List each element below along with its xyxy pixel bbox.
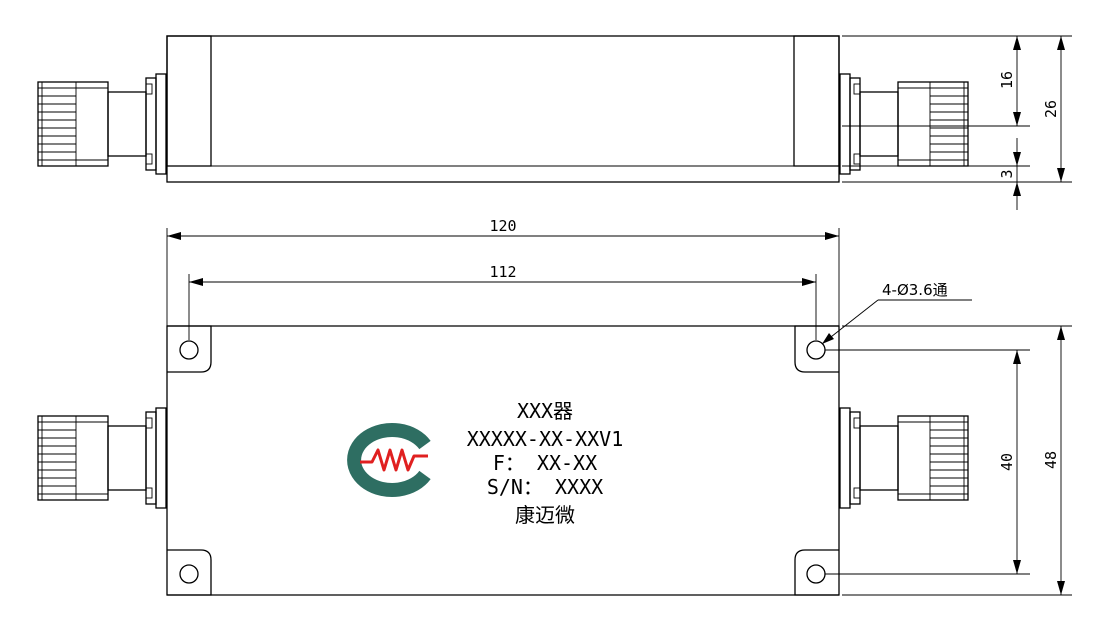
cmw-logo-icon xyxy=(347,423,431,497)
mounting-hole-icon xyxy=(806,564,826,584)
mounting-hole-icon xyxy=(179,564,199,584)
label-line-5: 康迈微 xyxy=(515,503,575,527)
dim-120-label: 120 xyxy=(489,217,516,235)
dim-112-label: 112 xyxy=(489,263,516,281)
dim-3-label: 3 xyxy=(998,169,1016,178)
dim-48-label: 48 xyxy=(1042,451,1060,469)
side-view xyxy=(37,35,969,183)
label-line-3: F： XX-XX xyxy=(493,451,597,475)
label-line-2: XXXXX-XX-XXV1 xyxy=(467,427,624,451)
left-connector-side xyxy=(37,73,167,175)
product-label: XXX器 XXXXX-XX-XXV1 F： XX-XX S/N： XXXX 康迈… xyxy=(467,399,624,527)
right-connector-side xyxy=(839,73,969,175)
label-line-4: S/N： XXXX xyxy=(487,475,603,499)
label-line-1: XXX器 xyxy=(517,399,573,423)
side-view-dimensions: 16 26 3 xyxy=(842,35,1072,210)
hole-callout-label: 4-Ø3.6通 xyxy=(882,281,948,299)
side-view-body xyxy=(166,35,840,183)
right-connector-plan xyxy=(839,407,969,509)
plan-view: XXX器 XXXXX-XX-XXV1 F： XX-XX S/N： XXXX 康迈… xyxy=(37,325,969,596)
plan-view-dimensions: 120 112 4-Ø3.6通 40 48 xyxy=(166,217,1072,596)
dim-40-label: 40 xyxy=(998,453,1016,471)
dim-16-label: 16 xyxy=(998,71,1016,89)
dim-26-label: 26 xyxy=(1042,100,1060,118)
left-connector-plan xyxy=(37,407,167,509)
mounting-hole-icon xyxy=(179,340,199,360)
